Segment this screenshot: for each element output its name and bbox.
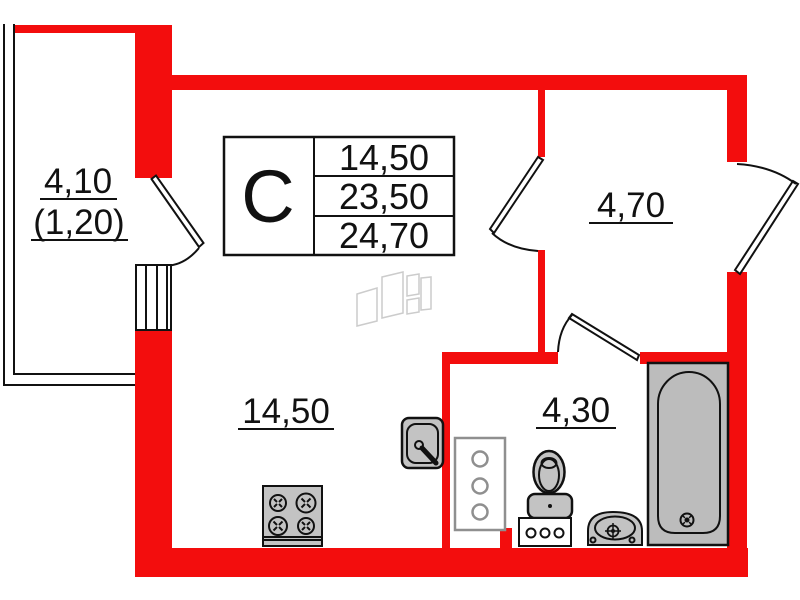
wall-left-upper bbox=[135, 25, 172, 178]
wall-hall-partition-lower bbox=[538, 250, 545, 362]
wall-right-upper-stub bbox=[727, 75, 747, 162]
wall-hall-partition-upper bbox=[538, 90, 545, 157]
entrance-door-arc bbox=[736, 163, 797, 185]
wall-bottom bbox=[135, 548, 748, 577]
washbasin-icon bbox=[587, 510, 643, 546]
toilet-icon bbox=[518, 449, 574, 547]
bathroom-area-label: 4,30 bbox=[542, 391, 610, 430]
balcony-door-leaf bbox=[150, 174, 205, 249]
cabinet-icon bbox=[453, 436, 507, 532]
balcony-door bbox=[150, 174, 205, 267]
wall-bathroom-stub bbox=[500, 528, 512, 548]
walls bbox=[15, 25, 748, 577]
legend-unit-letter: С bbox=[241, 155, 294, 238]
wall-balcony-top bbox=[15, 25, 135, 33]
legend-table: С 14,50 23,50 24,70 bbox=[222, 135, 456, 257]
developer-logo-watermark bbox=[356, 271, 432, 327]
legend-row-living-area: 14,50 bbox=[339, 137, 429, 178]
wall-right-lower bbox=[727, 272, 747, 577]
entrance-door-leaf bbox=[733, 179, 800, 276]
wall-left-lower bbox=[135, 330, 172, 575]
bathroom-door-arc bbox=[557, 314, 573, 353]
stove-icon bbox=[262, 485, 323, 547]
balcony-outline bbox=[3, 24, 135, 386]
balcony-door-arc bbox=[169, 247, 200, 267]
balcony-reduced-area-label: (1,20) bbox=[33, 203, 124, 242]
legend-table-border bbox=[222, 135, 456, 257]
wall-bathroom-top-right bbox=[640, 352, 727, 364]
hall-door bbox=[488, 155, 545, 252]
washbasin-drain bbox=[605, 523, 621, 539]
legend-row-total-area: 23,50 bbox=[339, 176, 429, 217]
wall-bathroom-top-left bbox=[442, 352, 558, 364]
wall-top bbox=[170, 75, 747, 90]
wall-bathroom-left bbox=[442, 352, 450, 548]
hall-door-leaf bbox=[488, 155, 545, 235]
stove-burners bbox=[268, 492, 317, 536]
kitchen-sink-icon bbox=[400, 416, 445, 470]
room-labels: 4,10 (1,20) 14,50 4,70 4,30 bbox=[31, 162, 673, 431]
bathtub-icon bbox=[646, 361, 730, 547]
hall-door-arc bbox=[491, 232, 539, 252]
bathroom-door bbox=[557, 312, 641, 362]
hall-area-label: 4,70 bbox=[597, 186, 665, 225]
living-area-label: 14,50 bbox=[242, 392, 330, 431]
entrance-door bbox=[733, 163, 800, 276]
bathtub-drain bbox=[679, 512, 695, 528]
balcony-area-label: 4,10 bbox=[44, 162, 112, 201]
legend-row-overall-area: 24,70 bbox=[339, 215, 429, 256]
balcony-window bbox=[135, 264, 172, 331]
